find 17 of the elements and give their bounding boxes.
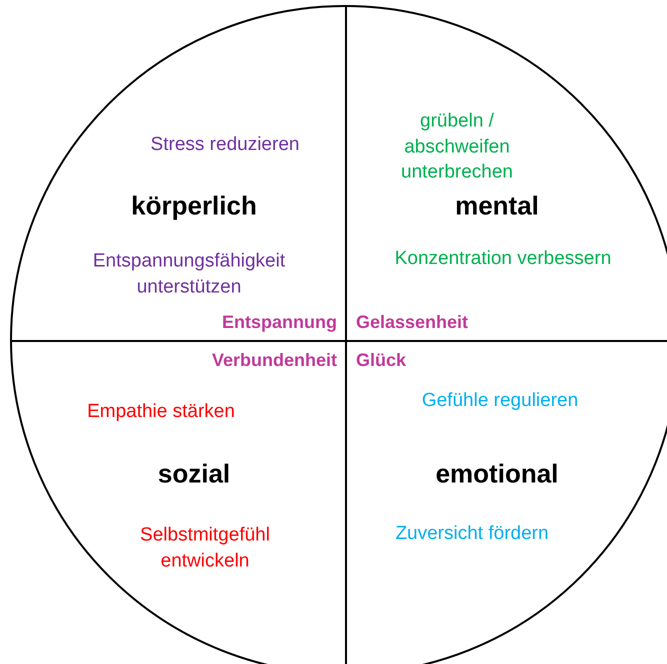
- goal-text: Zuversicht fördern: [395, 522, 549, 546]
- quality-label: Entspannung: [222, 310, 337, 334]
- quality-label: Gelassenheit: [356, 310, 468, 334]
- goal-text: Gefühle regulieren: [422, 389, 578, 414]
- quality-label: Verbundenheit: [212, 348, 337, 372]
- quality-label: Glück: [356, 348, 406, 372]
- circle: [10, 5, 667, 664]
- goal-text: Selbstmitgefühl entwickeln: [139, 523, 271, 573]
- category-heading: emotional: [436, 457, 558, 490]
- goal-text: Konzentration verbessern: [394, 247, 612, 272]
- goal-text: Stress reduzieren: [150, 133, 300, 158]
- goal-text: Empathie stärken: [87, 400, 235, 424]
- goal-text: grübeln / abschweifen unterbrechen: [400, 110, 514, 185]
- category-heading: körperlich: [131, 189, 257, 222]
- category-heading: sozial: [158, 457, 230, 490]
- category-heading: mental: [455, 189, 539, 222]
- goal-text: Entspannungsfähigkeit unterstützen: [92, 249, 286, 299]
